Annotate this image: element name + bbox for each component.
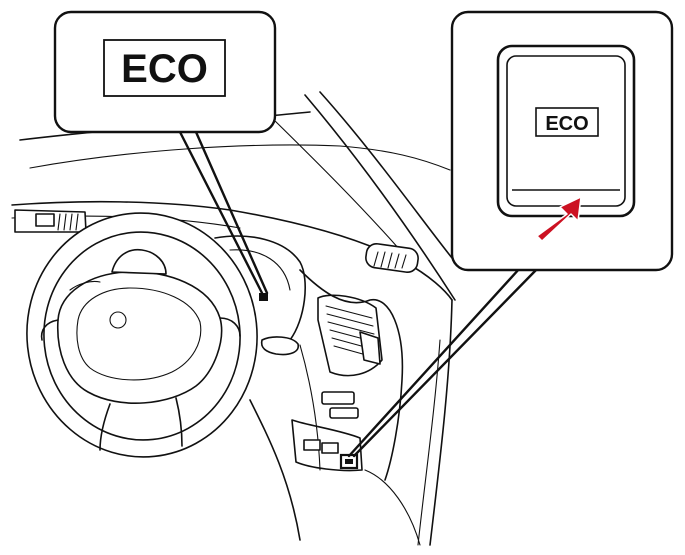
instrument-hood — [214, 235, 306, 341]
dashboard-top — [11, 200, 453, 301]
leader-line-right — [347, 266, 522, 458]
console-button — [303, 439, 321, 451]
center-console-outline — [299, 269, 404, 481]
door-panel — [417, 339, 441, 546]
eco-switch-label-box — [535, 107, 599, 137]
a-pillar — [304, 94, 456, 301]
left-air-vent — [14, 209, 87, 233]
a-pillar — [319, 91, 453, 259]
windshield-line — [29, 144, 451, 171]
lower-dash — [249, 399, 301, 541]
center-air-vent — [317, 294, 383, 377]
door-panel — [429, 299, 453, 546]
eco-indicator-label-box — [103, 39, 226, 97]
lower-console — [291, 419, 363, 472]
console-button — [321, 442, 339, 454]
eco-indicator-light — [259, 293, 268, 301]
leader-line-left — [178, 130, 264, 295]
leader-line-right — [352, 266, 540, 458]
lower-dash — [364, 469, 421, 546]
center-top-vent — [365, 242, 419, 274]
eco-indicator-label: ECO — [121, 47, 208, 91]
car-interior-illustration — [11, 91, 456, 546]
callout-left: ECO — [53, 10, 277, 134]
steering-wheel — [26, 212, 258, 458]
callout-right: ECO — [450, 10, 674, 272]
center-console-outline — [299, 344, 321, 471]
eco-switch-label: ECO — [545, 113, 588, 135]
a-pillar — [269, 115, 401, 251]
arrow-up-right-icon — [536, 196, 582, 242]
console-button — [329, 407, 359, 419]
leader-line-left — [194, 130, 269, 295]
console-button — [321, 391, 355, 405]
wiper-stalk — [260, 336, 300, 356]
